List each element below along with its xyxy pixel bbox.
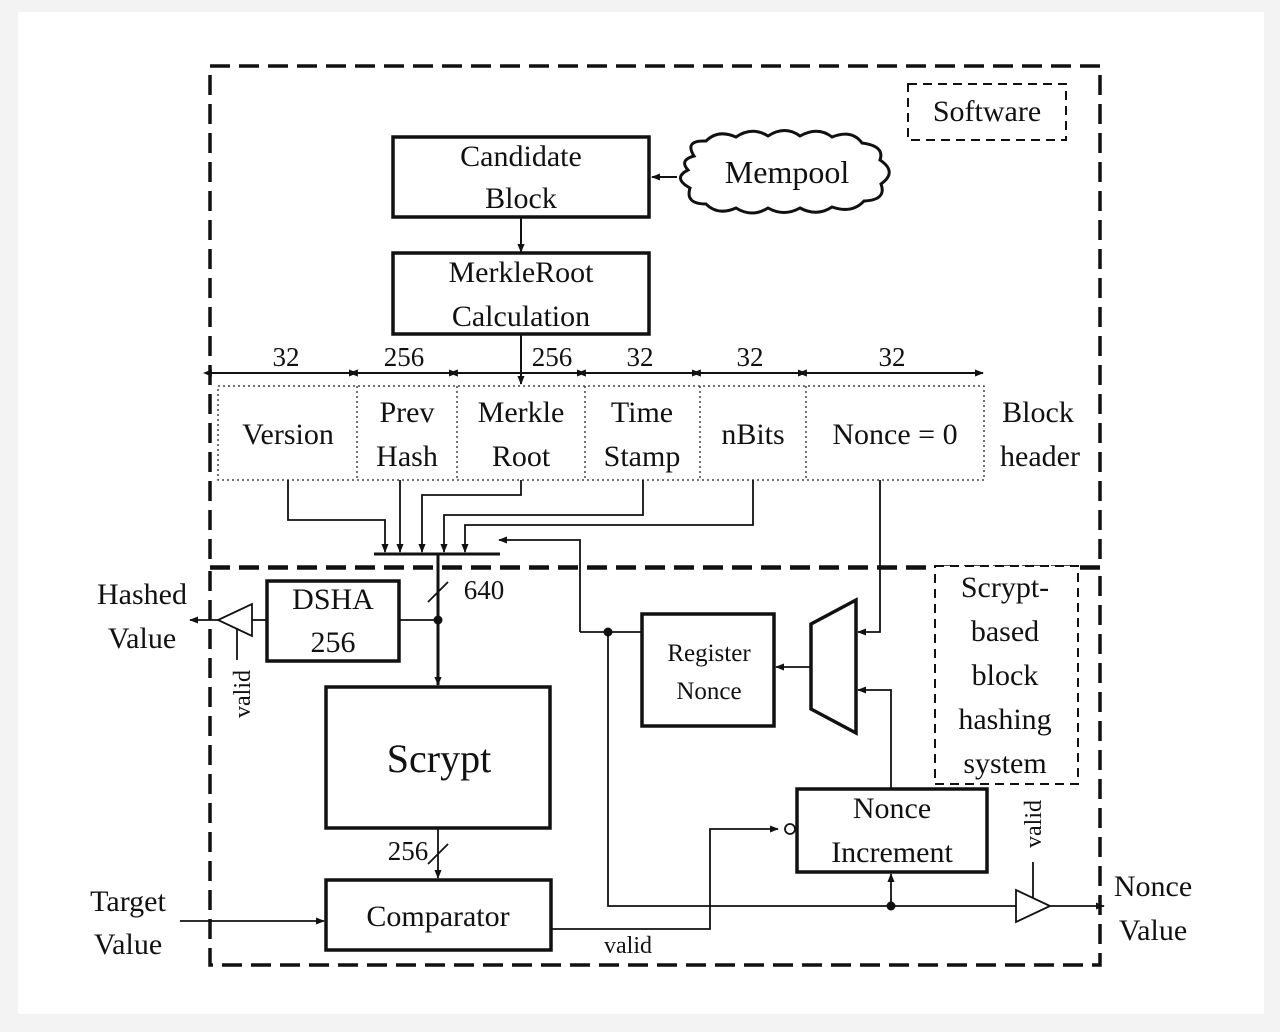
candidate-block-label-line1: Candidate <box>460 140 582 173</box>
nonce-valid-label: valid <box>1021 800 1047 848</box>
time-stamp-bits: 32 <box>627 342 654 372</box>
scrypt-box <box>324 685 552 830</box>
register-nonce-label-line2: Nonce <box>676 678 741 705</box>
field-merkle-root-line1: Merkle <box>478 396 565 429</box>
software-label-box <box>907 83 1067 141</box>
block-header <box>217 385 985 481</box>
merkle-calc-label-line1: MerkleRoot <box>449 256 595 289</box>
field-nonce: Nonce = 0 <box>832 418 957 451</box>
field-bus-wires <box>287 480 754 632</box>
field-time-stamp-line2: Stamp <box>604 440 681 473</box>
nonce-bits: 32 <box>879 342 906 372</box>
mempool-label: Mempool <box>725 154 850 190</box>
bus-width-label: 640 <box>464 575 505 605</box>
field-prev-hash-line2: Hash <box>376 440 438 473</box>
field-nbits: nBits <box>721 418 784 451</box>
scrypt-system-line3: block <box>972 659 1039 692</box>
nonce-value-label-line1: Nonce <box>1114 870 1192 903</box>
scrypt-system-line4: hashing <box>958 703 1051 736</box>
comparator-valid-label: valid <box>604 933 652 959</box>
scrypt-out-slash <box>427 843 449 865</box>
scrypt-system-line5: system <box>963 747 1046 780</box>
nonce-increment-label-line2: Increment <box>831 836 953 869</box>
merkle-root-bits: 256 <box>532 342 573 372</box>
nonce-value-label-line2: Value <box>1119 914 1187 947</box>
increment-junction <box>886 901 896 911</box>
hashed-value-label-line1: Hashed <box>97 578 187 611</box>
dsha-label-line2: 256 <box>311 626 356 659</box>
prev-hash-bits: 256 <box>384 342 425 372</box>
block-header-label-line1: Block <box>1002 396 1074 429</box>
scrypt-label: Scrypt <box>387 736 491 781</box>
increment-to-mux-wire <box>857 686 892 789</box>
scrypt-system-line2: based <box>971 615 1039 648</box>
nonce-multiplexer <box>809 597 858 736</box>
register-nonce-box <box>640 612 776 728</box>
hashed-valid-label: valid <box>230 670 256 718</box>
hashed-value-label-line2: Value <box>108 622 176 655</box>
hashed-output-buffer <box>215 602 253 638</box>
hardware-region <box>208 565 1102 967</box>
software-region <box>208 64 1102 570</box>
block-header-label-line2: header <box>1000 440 1080 473</box>
nbits-bits: 32 <box>737 342 764 372</box>
merkle-calc-label-line2: Calculation <box>452 300 590 333</box>
version-bits: 32 <box>273 342 300 372</box>
mempool-cloud <box>679 129 891 215</box>
bus-slash <box>427 581 449 603</box>
dsha-label-line1: DSHA <box>292 583 374 616</box>
target-value-label-line2: Value <box>94 928 162 961</box>
register-to-nonce-output-wire <box>607 632 1016 907</box>
scrypt-system-label-box <box>934 565 1079 785</box>
candidate-block-label-line2: Block <box>485 182 557 215</box>
field-prev-hash-line1: Prev <box>380 396 435 429</box>
scrypt-out-width-label: 256 <box>388 836 429 866</box>
field-merkle-root-line2: Root <box>492 440 551 473</box>
candidate-block-box <box>391 135 651 219</box>
dsha256-box <box>265 579 401 663</box>
comparator-label: Comparator <box>366 900 509 933</box>
target-value-label-line1: Target <box>90 885 166 918</box>
scrypt-system-line1: Scrypt- <box>961 571 1049 604</box>
merkle-root-calculation-box <box>391 251 651 336</box>
nonce-increment-label-line1: Nonce <box>853 792 931 825</box>
comparator-valid-wire <box>551 825 779 930</box>
nonce-increment-inverter-bubble <box>784 823 796 835</box>
nonce-increment-box <box>795 787 989 874</box>
nonce-field-to-mux-wire <box>857 480 881 636</box>
field-version: Version <box>242 418 334 451</box>
field-time-stamp-line1: Time <box>611 396 673 429</box>
software-label: Software <box>933 95 1041 128</box>
register-nonce-label-line1: Register <box>667 640 751 667</box>
comparator-box <box>324 878 553 952</box>
